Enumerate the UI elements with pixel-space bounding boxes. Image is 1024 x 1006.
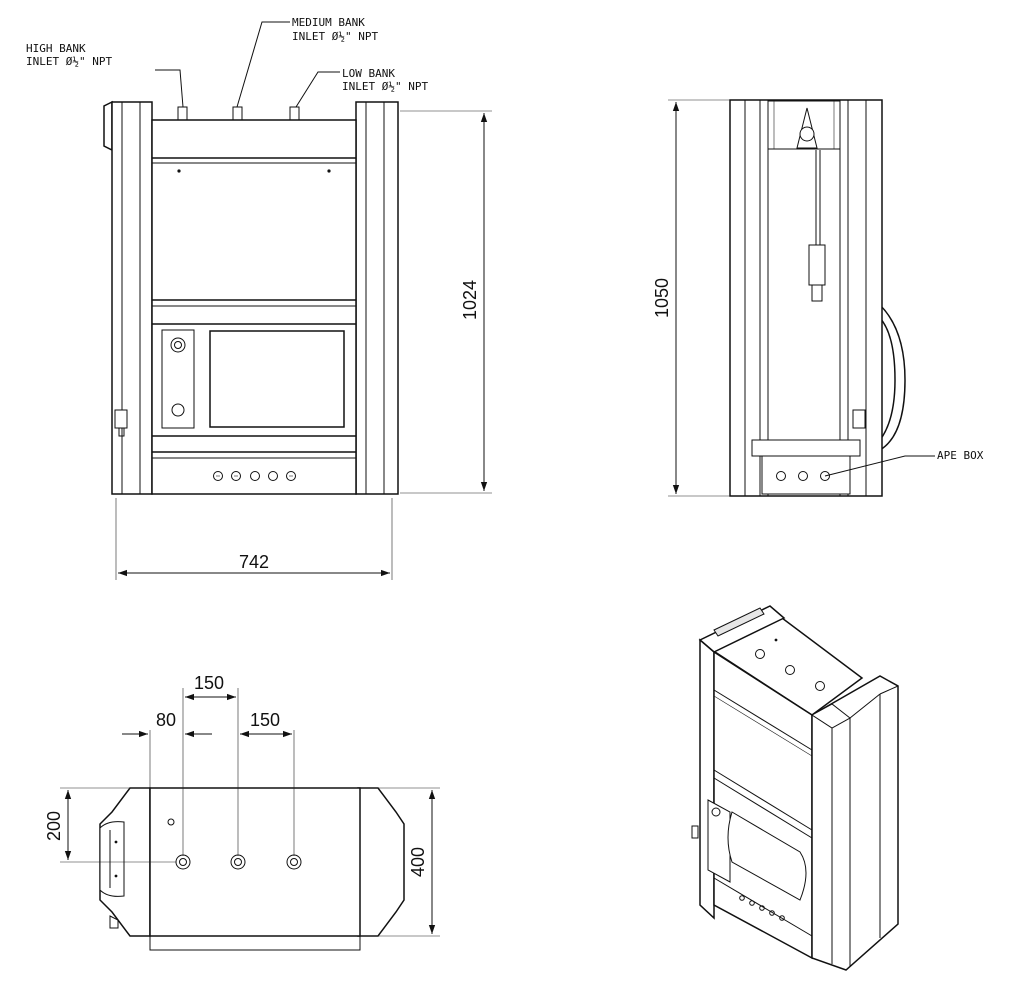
side-valve-body bbox=[808, 244, 826, 286]
top-view-base-rail bbox=[149, 935, 361, 951]
gauge-dial-icon bbox=[170, 337, 186, 353]
iso-right-column bbox=[811, 675, 899, 971]
top-view-dimensions bbox=[60, 688, 440, 937]
indicator-lights bbox=[213, 471, 296, 481]
side-view bbox=[729, 99, 906, 497]
front-right-column bbox=[355, 101, 399, 495]
side-handle bbox=[879, 303, 906, 452]
front-width-dimension bbox=[115, 498, 393, 580]
front-gauge-panel bbox=[161, 329, 195, 429]
side-outline bbox=[729, 99, 883, 497]
ape-box-port-icon bbox=[820, 471, 830, 481]
dim-400: 400 bbox=[408, 847, 428, 877]
ape-box-leader bbox=[824, 455, 935, 477]
front-left-handle bbox=[103, 100, 113, 152]
high-bank-inlet-pipe bbox=[177, 106, 188, 122]
dim-150-upper: 150 bbox=[194, 673, 224, 693]
top-view-inlets bbox=[175, 854, 302, 870]
side-height-value: 1050 bbox=[652, 278, 672, 318]
low-bank-inlet-pipe bbox=[289, 106, 300, 122]
front-body bbox=[151, 119, 357, 495]
low-bank-label-line2: INLET Ø½" NPT bbox=[342, 80, 428, 93]
ape-box bbox=[761, 455, 851, 495]
dim-80: 80 bbox=[156, 710, 176, 730]
iso-inlet-icon bbox=[815, 681, 825, 691]
ape-box-label: APE BOX bbox=[937, 449, 984, 462]
top-view bbox=[99, 787, 405, 951]
iso-window bbox=[727, 811, 807, 901]
high-bank-label-line1: HIGH BANK bbox=[26, 42, 86, 55]
iso-inlet-icon bbox=[785, 665, 795, 675]
top-view-right-end bbox=[357, 787, 405, 937]
medium-bank-label-line1: MEDIUM BANK bbox=[292, 16, 365, 29]
inlet-leaders bbox=[155, 21, 340, 108]
medium-bank-inlet-pipe bbox=[232, 106, 243, 122]
iso-gauge-icon bbox=[711, 807, 721, 817]
isometric-view bbox=[691, 605, 899, 971]
dim-200: 200 bbox=[44, 811, 64, 841]
medium-bank-label-line2: INLET Ø½" NPT bbox=[292, 30, 378, 43]
dim-150-lower: 150 bbox=[250, 710, 280, 730]
iso-inlet-icon bbox=[755, 649, 765, 659]
front-window bbox=[209, 330, 345, 428]
front-width-value: 742 bbox=[239, 552, 269, 572]
ape-box-port-icon bbox=[776, 471, 786, 481]
front-lock-icon bbox=[114, 409, 128, 429]
front-view bbox=[103, 100, 399, 495]
front-left-column bbox=[111, 101, 153, 495]
side-lock-icon bbox=[852, 409, 866, 429]
side-height-dimension bbox=[668, 99, 730, 497]
low-bank-label-line1: LOW BANK bbox=[342, 67, 395, 80]
regulator-icon bbox=[799, 126, 815, 142]
ape-box-port-icon bbox=[798, 471, 808, 481]
side-top-box bbox=[767, 100, 841, 150]
high-bank-label-line2: INLET Ø½" NPT bbox=[26, 55, 112, 68]
ape-box-lid bbox=[751, 439, 861, 457]
front-height-value: 1024 bbox=[460, 280, 480, 320]
front-height-dimension bbox=[400, 110, 492, 494]
top-view-handle bbox=[99, 821, 125, 897]
panel-knob-icon bbox=[171, 403, 185, 417]
